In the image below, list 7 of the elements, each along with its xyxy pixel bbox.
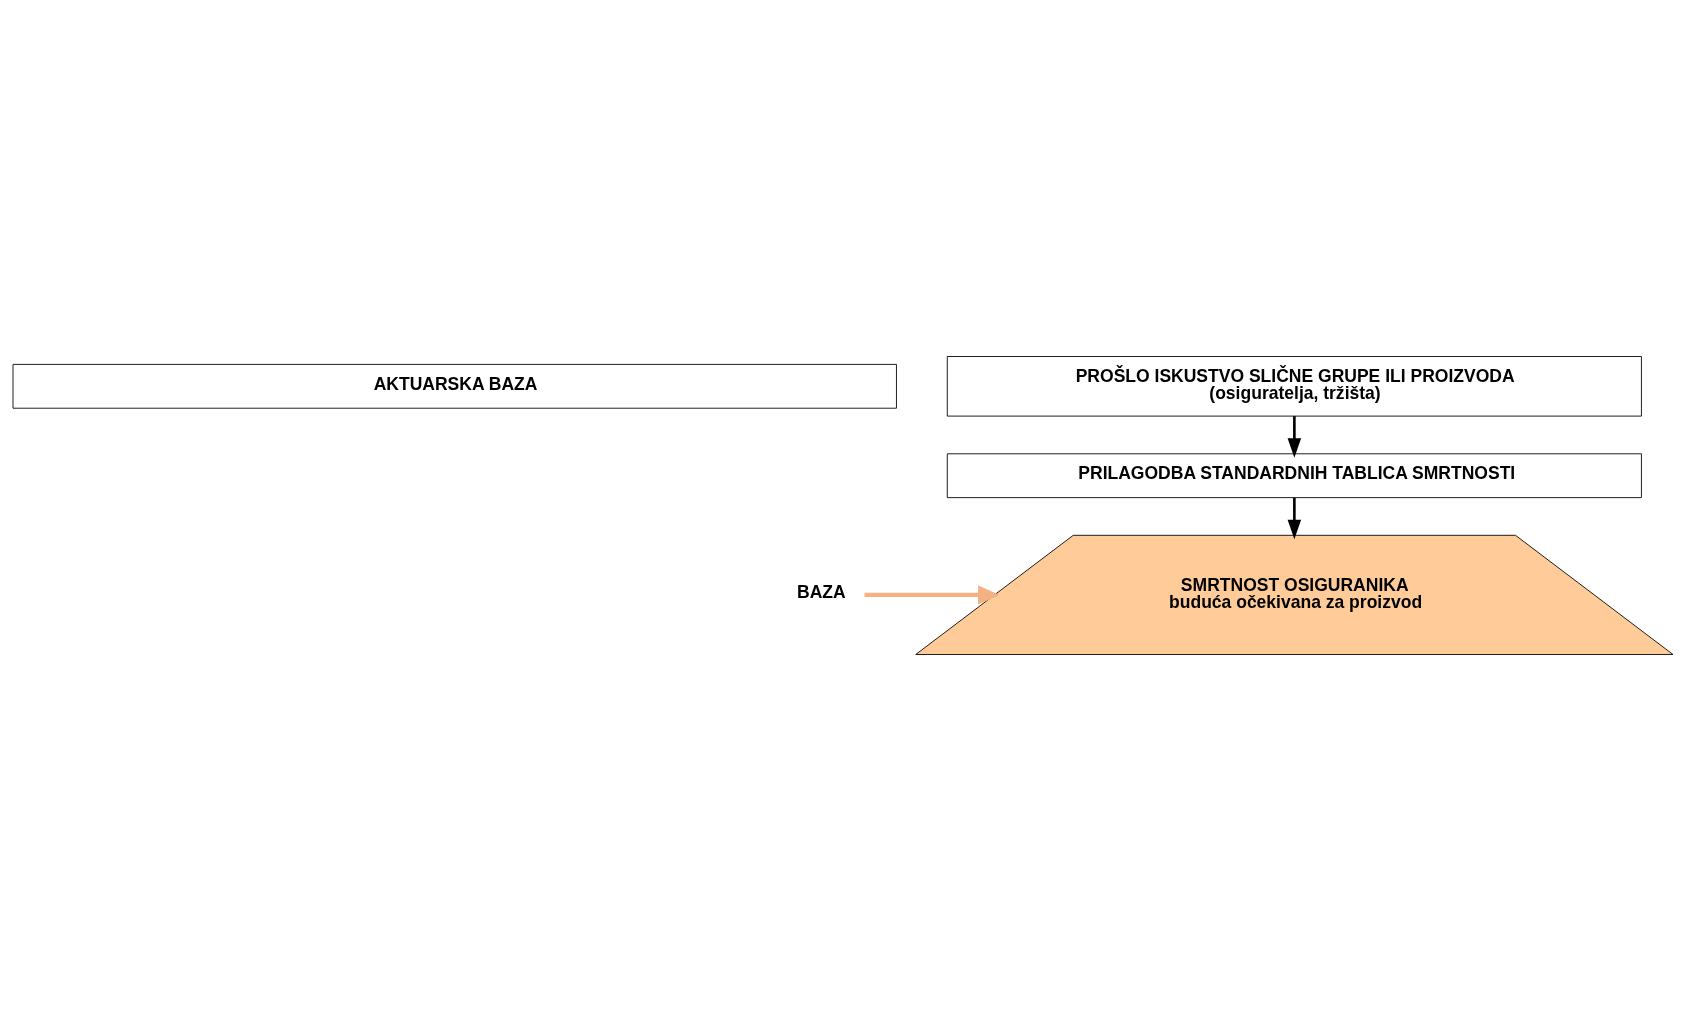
node-box: PROŠLO ISKUSTVO SLIČNE GRUPE ILI PROIZVODA (osiguratelja, tržišta) bbox=[946, 356, 1642, 417]
arrow bbox=[1287, 416, 1302, 458]
arrow bbox=[1287, 497, 1302, 540]
arrow bbox=[864, 585, 1000, 605]
node-text: BAZA bbox=[796, 582, 846, 603]
node-box: PRILAGODBA STANDARDNIH TABLICA SMRTNOSTI bbox=[946, 453, 1642, 499]
node-box: AKTUARSKA BAZA bbox=[12, 363, 897, 409]
